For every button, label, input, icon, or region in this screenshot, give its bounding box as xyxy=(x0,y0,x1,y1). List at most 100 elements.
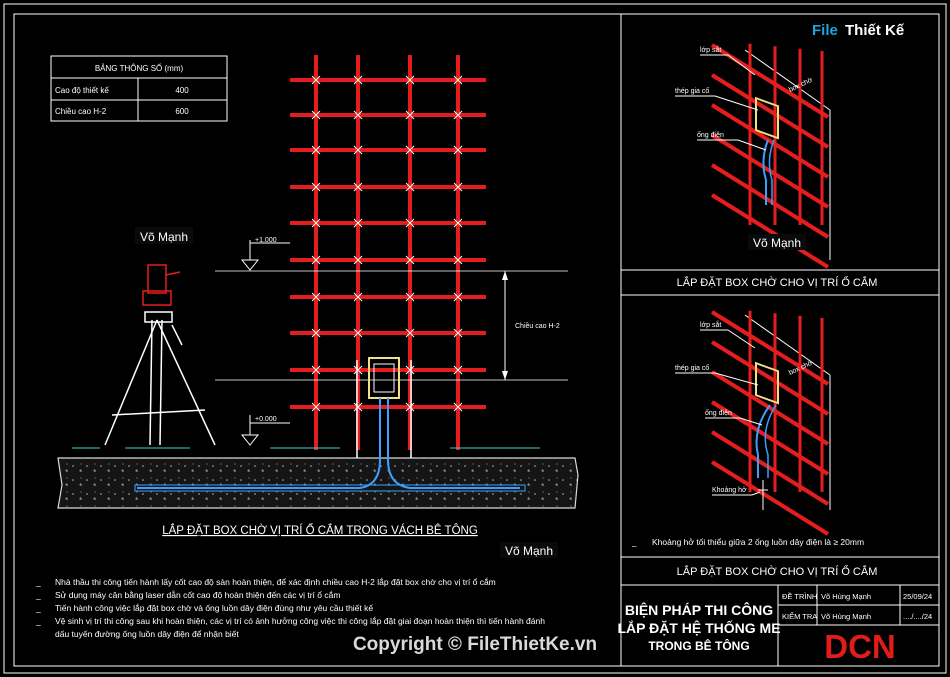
svg-text:_: _ xyxy=(35,577,41,587)
concrete-slab xyxy=(57,447,579,509)
detail-2-note: Khoảng hở tối thiểu giữa 2 ống luồn dây … xyxy=(652,537,864,547)
diagonal-rebar xyxy=(710,340,830,416)
tb-name: Võ Hùng Mạnh xyxy=(821,612,871,621)
rebar-tie xyxy=(405,365,415,375)
table-row-value: 400 xyxy=(175,86,189,95)
vertical-rebar xyxy=(408,55,412,450)
rebar-tie xyxy=(453,255,463,265)
diagonal-rebar xyxy=(710,73,830,149)
rebar-tie xyxy=(311,292,321,302)
horizontal-rebar xyxy=(290,258,486,262)
note-item: Vệ sinh vị trí thi công sau khi hoàn thi… xyxy=(55,616,545,626)
rebar-tie xyxy=(311,145,321,155)
rebar-tie xyxy=(311,328,321,338)
note-item: Nhà thầu thi công tiến hành lấy cốt cao … xyxy=(55,577,496,587)
level-top-label: +1.000 xyxy=(255,237,277,244)
note-item: Sử dụng máy cân bằng laser dẫn cốt cao đ… xyxy=(55,590,340,600)
label-conduit: ống điện xyxy=(705,408,732,417)
table-header: BẢNG THÔNG SỐ (mm) xyxy=(95,63,184,73)
label-reinforcing-steel: thép gia cố xyxy=(675,86,709,95)
label-reinforcing-steel: thép gia cố xyxy=(675,363,709,372)
tb-role: ĐỀ TRÌNH xyxy=(782,591,817,601)
rebar-tie xyxy=(453,365,463,375)
title-block: BIỆN PHÁP THI CÔNG LẮP ĐẶT HỆ THỐNG ME T… xyxy=(617,585,939,666)
rebar-tie xyxy=(353,402,363,412)
rebar-tie xyxy=(311,365,321,375)
title-line-3: TRONG BÊ TÔNG xyxy=(648,638,749,653)
horizontal-rebar xyxy=(290,148,486,152)
horizontal-rebar xyxy=(290,185,486,189)
rebar-tie xyxy=(311,75,321,85)
diagonal-rebar xyxy=(710,400,830,476)
diagonal-rebar xyxy=(710,103,830,179)
rebar-tie xyxy=(311,402,321,412)
detail-1-isometric: lớp sắt thép gia cố box chờ ống điện Võ … xyxy=(675,43,831,269)
dimension-label: Chiều cao H-2 xyxy=(515,321,560,330)
diagonal-rebar xyxy=(710,310,830,386)
title-line-1: BIỆN PHÁP THI CÔNG xyxy=(625,601,773,618)
level-markers: +1.000 +0.000 Chiều cao H-2 xyxy=(215,237,568,446)
label-rebar-layer: lớp sắt xyxy=(700,320,721,329)
rebar-tie xyxy=(353,110,363,120)
level-bottom-label: +0.000 xyxy=(255,416,277,423)
rebar-tie xyxy=(311,110,321,120)
rebar-tie xyxy=(353,365,363,375)
table-row-label: Chiều cao H-2 xyxy=(55,107,107,116)
copyright-watermark: Copyright © FileThietKe.vn xyxy=(353,634,597,655)
rebar-tie xyxy=(405,182,415,192)
rebar-tie xyxy=(405,402,415,412)
label-gap: Khoảng hở xyxy=(712,486,747,494)
rebar-tie xyxy=(353,328,363,338)
diagonal-rebar xyxy=(710,163,830,239)
svg-text:File: File xyxy=(812,22,838,39)
horizontal-rebar xyxy=(290,113,486,117)
rebar-tie xyxy=(353,182,363,192)
rebar-tie xyxy=(311,255,321,265)
vertical-rebar xyxy=(356,55,360,450)
rebar-grid xyxy=(290,55,486,450)
rebar-tie xyxy=(353,218,363,228)
diagonal-rebar xyxy=(710,193,830,269)
rebar-tie xyxy=(453,110,463,120)
stamp-top: Võ Mạnh xyxy=(140,230,188,244)
rebar-tie xyxy=(453,292,463,302)
rebar-tie xyxy=(311,182,321,192)
rebar-tie xyxy=(353,292,363,302)
diagonal-rebar xyxy=(710,430,830,506)
stamp-bottom: Võ Mạnh xyxy=(505,544,553,558)
note-item: dấu tuyến đường ống luồn dây điện để nhậ… xyxy=(55,629,239,639)
rebar-tie xyxy=(453,182,463,192)
detail-stamp: Võ Mạnh xyxy=(753,236,801,250)
rebar-tie xyxy=(405,218,415,228)
vertical-rebar xyxy=(314,55,318,450)
parameter-table: BẢNG THÔNG SỐ (mm) Cao độ thiết kế 400 C… xyxy=(50,55,228,122)
outlet-box xyxy=(356,357,412,458)
inner-frame xyxy=(13,13,940,667)
rebar-tie xyxy=(453,145,463,155)
label-rebar-layer: lớp sắt xyxy=(700,45,721,54)
rebar-tie xyxy=(453,218,463,228)
diagonal-rebar xyxy=(710,460,830,536)
svg-text:_: _ xyxy=(631,538,637,547)
rebar-tie xyxy=(405,292,415,302)
rebar-tie xyxy=(453,402,463,412)
tb-date: ..../..../24 xyxy=(903,612,932,621)
rebar-tie xyxy=(405,255,415,265)
svg-text:_: _ xyxy=(35,616,41,626)
laser-level-tripod xyxy=(104,264,216,446)
horizontal-rebar xyxy=(290,331,486,335)
tb-name: Võ Hùng Mạnh xyxy=(821,592,871,601)
rebar-tie xyxy=(453,75,463,85)
tb-role: KIỂM TRA xyxy=(782,612,817,621)
rebar-tie xyxy=(353,145,363,155)
conduit xyxy=(134,398,526,492)
main-title: LẮP ĐẶT BOX CHỜ VỊ TRÍ Ổ CẮM TRONG VÁCH … xyxy=(162,524,478,537)
rebar-tie xyxy=(353,75,363,85)
label-conduit: ống điện xyxy=(697,130,724,139)
note-item: Tiến hành công việc lắp đặt box chờ và ố… xyxy=(55,603,373,613)
rebar-tie xyxy=(405,75,415,85)
outer-frame xyxy=(3,3,947,674)
vertical-rebar xyxy=(456,55,460,450)
